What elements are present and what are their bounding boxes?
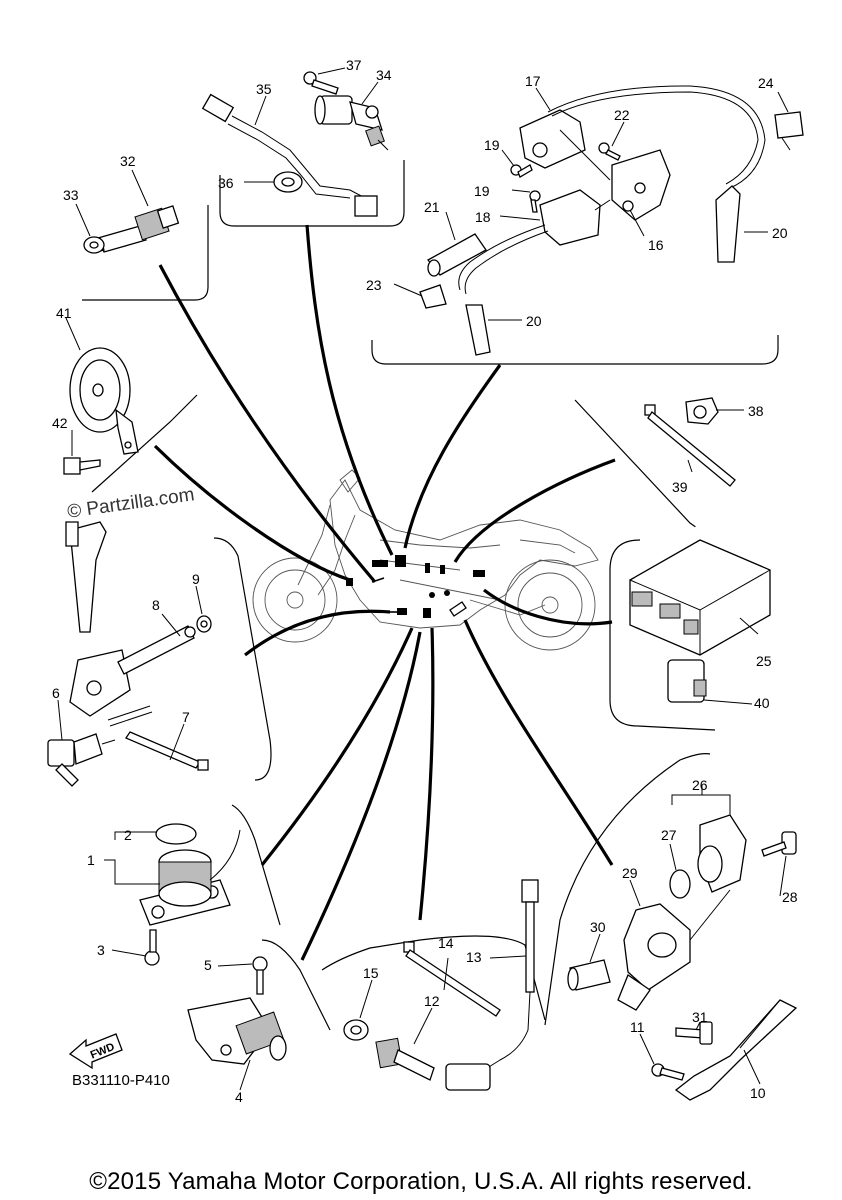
part-9-collar	[196, 615, 212, 633]
callout-26: 26	[692, 777, 708, 793]
part-11-bolt	[651, 1063, 685, 1081]
callout-30: 30	[590, 919, 606, 935]
callout-36: 36	[218, 175, 234, 191]
callout-42: 42	[52, 415, 68, 431]
part-32-thermo-unit	[91, 205, 180, 253]
callout-2: 2	[124, 827, 132, 843]
callout-24: 24	[758, 75, 774, 91]
callout-31: 31	[692, 1009, 708, 1025]
callout-numbers: 1 2 3 4 5 6 7 8 9 10 11 12 13 14 15 16 1…	[52, 57, 798, 1105]
part-12-oil-pressure-switch	[375, 1037, 435, 1081]
part-19-bolt-upper	[510, 164, 533, 178]
part-41-horn	[69, 347, 139, 455]
copyright-notice: ©2015 Yamaha Motor Corporation, U.S.A. A…	[89, 1168, 753, 1195]
part-30-collar	[567, 959, 611, 991]
callout-11: 11	[630, 1019, 645, 1035]
callout-32: 32	[120, 153, 136, 169]
part-40-relay	[667, 659, 707, 703]
diagram-code: B331110-P410	[72, 1072, 170, 1089]
fwd-arrow-icon: FWD	[68, 1033, 123, 1070]
callout-40: 40	[754, 695, 770, 711]
part-18-ignition-coil	[458, 189, 601, 295]
part-22-bolt	[598, 142, 621, 161]
callout-10: 10	[750, 1085, 766, 1101]
part-10-bracket	[674, 999, 798, 1101]
part-2-o-ring	[155, 823, 197, 845]
part-38-holder	[685, 397, 719, 425]
callout-9: 9	[192, 571, 200, 587]
callout-14: 14	[438, 935, 454, 951]
callout-28: 28	[782, 889, 798, 905]
callout-27: 27	[661, 827, 677, 843]
callout-20a: 20	[772, 225, 788, 241]
part-21-cover	[427, 233, 487, 277]
part-28-bolt	[761, 831, 797, 857]
callout-20b: 20	[526, 313, 542, 329]
part-15-gasket	[343, 1019, 369, 1041]
callout-19a: 19	[484, 137, 500, 153]
callout-35: 35	[256, 81, 272, 97]
callout-22: 22	[614, 107, 630, 123]
callout-leaders	[57, 67, 789, 1091]
part-39-cable-tie	[644, 404, 736, 487]
part-8-shaft	[117, 625, 196, 675]
callout-41: 41	[56, 305, 72, 321]
callout-18: 18	[475, 209, 491, 225]
part-31-bolt	[675, 1021, 713, 1045]
part-1-sensor	[139, 829, 241, 926]
part-37-bolt	[303, 71, 339, 95]
part-42-bolt	[63, 457, 101, 475]
callout-4: 4	[235, 1089, 243, 1105]
callout-3: 3	[97, 942, 105, 958]
callout-16: 16	[648, 237, 664, 253]
callout-5: 5	[204, 957, 212, 973]
part-7-cable-tie	[125, 731, 209, 771]
motorcycle-outline	[252, 469, 599, 651]
callout-15: 15	[363, 965, 379, 981]
callout-13: 13	[466, 949, 482, 965]
part-17-ignition-coil	[519, 85, 766, 189]
part-25-ecu	[629, 539, 771, 656]
part-20-plug-cap-front	[465, 304, 491, 356]
part-3-bolt	[144, 929, 160, 966]
part-24-clip	[774, 111, 804, 151]
part-34-speed-sensor	[314, 95, 389, 151]
part-14-cable-tie	[403, 941, 501, 1017]
part-26-sensor	[697, 814, 747, 893]
part-23-clamp	[419, 284, 447, 309]
callout-8: 8	[152, 597, 160, 613]
part-36-clamp	[273, 171, 303, 193]
leader-lines	[153, 224, 616, 961]
part-16-bracket	[559, 129, 671, 221]
part-shift-arm	[65, 521, 131, 717]
callout-39: 39	[672, 479, 688, 495]
callout-7: 7	[182, 709, 190, 725]
part-spring	[107, 705, 153, 727]
part-35-lead-wire	[201, 93, 378, 217]
group-brackets	[82, 160, 779, 1031]
part-20-plug-cap-rear	[715, 185, 741, 263]
callout-25: 25	[756, 653, 772, 669]
callout-19b: 19	[474, 183, 490, 199]
callout-29: 29	[622, 865, 638, 881]
callout-1: 1	[87, 852, 95, 868]
callout-34: 34	[376, 67, 392, 83]
part-19-bolt-lower	[529, 190, 541, 213]
callout-6: 6	[52, 685, 60, 701]
part-13-lead	[445, 879, 539, 1091]
callout-38: 38	[748, 403, 764, 419]
part-5-bolt	[252, 956, 268, 995]
part-4-sensor	[187, 997, 287, 1065]
callout-12: 12	[424, 993, 440, 1009]
part-33-gasket	[83, 236, 105, 254]
callout-37: 37	[346, 57, 362, 73]
callout-33: 33	[63, 187, 79, 203]
callout-17: 17	[525, 73, 541, 89]
callout-23: 23	[366, 277, 382, 293]
part-29-sensor	[617, 903, 691, 1011]
callout-21: 21	[424, 199, 440, 215]
part-6-neutral-switch	[47, 733, 116, 787]
part-27-o-ring	[669, 869, 691, 899]
